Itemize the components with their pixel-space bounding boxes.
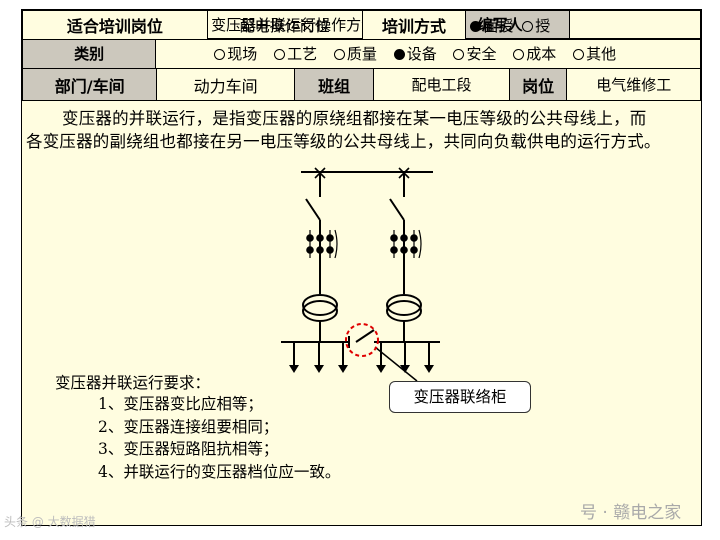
team-label: 班组 <box>293 68 375 101</box>
parallel-transformer-diagram <box>281 167 440 382</box>
load-arrows <box>289 365 434 373</box>
category-option-cost[interactable]: 成本 <box>513 45 556 63</box>
team-value: 配电工段 <box>373 68 510 101</box>
footer-table: 适合培训岗位 配电操作岗位 培训方式 面授 授 <box>22 10 701 40</box>
radio-icon <box>214 49 226 60</box>
category-option-other[interactable]: 其他 <box>573 45 616 63</box>
radio-icon <box>333 49 345 60</box>
suitable-post-label: 适合培训岗位 <box>22 10 208 40</box>
method-option-other[interactable]: 授 <box>522 17 550 35</box>
radio-icon <box>274 49 286 60</box>
method-option-face-to-face[interactable]: 面授 <box>470 17 513 35</box>
intro-paragraph: 变压器的并联运行，是指变压器的原绕组都接在某一电压等级的公共母线上，而 各变压器… <box>26 107 698 153</box>
requirements-title: 变压器并联运行要求： <box>55 374 211 392</box>
suitable-post-value: 配电操作岗位 <box>206 10 363 40</box>
bus-tie-switch-blade <box>355 329 375 343</box>
dept-table: 部门/车间 动力车间 班组 配电工段 岗位 电气维修工 <box>21 68 701 101</box>
bus-tie-highlight <box>345 323 379 357</box>
fuse-contacts <box>306 229 422 259</box>
training-sheet: 课题 变压器并联运行操作方法 编写人 类别 现场 工艺 质量 设备 安全 成本 … <box>21 9 702 526</box>
left-disconnect-switch <box>305 198 321 221</box>
list-item: 3、变压器短路阻抗相等； <box>98 440 279 458</box>
category-option-onsite[interactable]: 现场 <box>214 45 257 63</box>
radio-icon <box>453 49 465 60</box>
post-value: 电气维修工 <box>566 68 701 101</box>
watermark-right: 号 · 赣电之家 <box>580 503 682 523</box>
category-option-process[interactable]: 工艺 <box>274 45 317 63</box>
radio-icon <box>573 49 585 60</box>
category-option-safety[interactable]: 安全 <box>453 45 497 63</box>
watermark-left: 头条 @ 大数据猎 <box>4 515 96 529</box>
radio-icon <box>513 49 525 60</box>
category-option-equipment[interactable]: 设备 <box>393 45 437 63</box>
requirements-list: 1、变压器变比应相等； 2、变压器连接组要相同； 3、变压器短路阻抗相等； 4、… <box>98 393 340 483</box>
radio-icon <box>522 20 534 32</box>
radio-selected-icon <box>393 49 405 60</box>
list-item: 1、变压器变比应相等； <box>98 395 263 413</box>
left-transformer-primary <box>302 294 338 316</box>
list-item: 2、变压器连接组要相同； <box>98 417 279 436</box>
category-label: 类别 <box>21 38 157 69</box>
right-disconnect-switch <box>389 198 405 221</box>
bus-tie-cabinet-label: 变压器联络柜 <box>389 381 531 413</box>
category-option-quality[interactable]: 质量 <box>333 45 377 63</box>
radio-selected-icon <box>470 20 482 32</box>
intro-line-2: 各变压器的副绕组也都接在另一电压等级的公共母线上，共同向负载供电的运行方式。 <box>26 132 661 151</box>
category-options: 现场 工艺 质量 设备 安全 成本 其他 <box>155 38 701 69</box>
training-method-label: 培训方式 <box>361 10 467 40</box>
right-transformer-primary <box>386 294 422 316</box>
post-label: 岗位 <box>508 68 568 101</box>
training-method-options: 面授 授 <box>465 10 701 40</box>
dept-label: 部门/车间 <box>21 68 158 101</box>
dept-value: 动力车间 <box>156 68 295 101</box>
list-item: 4、并联运行的变压器档位应一致。 <box>98 462 341 481</box>
callout-leader <box>374 346 418 382</box>
intro-line-1: 变压器的并联运行，是指变压器的原绕组都接在某一电压等级的公共母线上，而 <box>62 109 647 128</box>
